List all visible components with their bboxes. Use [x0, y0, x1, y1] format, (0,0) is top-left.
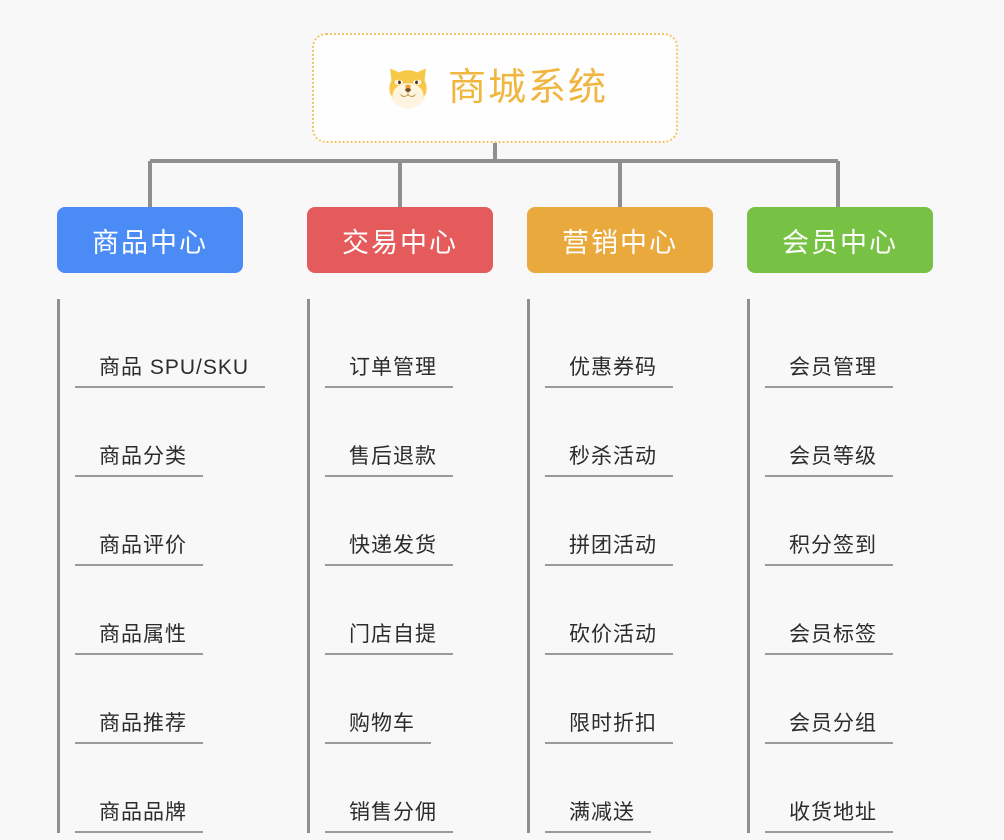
leaf-label: 会员等级: [765, 445, 893, 477]
leaf-item[interactable]: 砍价活动: [545, 566, 713, 655]
category-box-0[interactable]: 商品中心: [57, 207, 243, 273]
leaf-label: 会员标签: [765, 623, 893, 655]
leaf-label: 商品 SPU/SKU: [75, 356, 266, 388]
leaf-item[interactable]: 商品推荐: [75, 655, 243, 744]
branch-column-1: 交易中心 订单管理 售后退款 快递发货 门店自提 购物车 销售分佣: [307, 207, 493, 833]
leaf-item[interactable]: 会员分组: [765, 655, 933, 744]
shiba-dog-icon: [389, 68, 427, 109]
leaf-item[interactable]: 商品分类: [75, 388, 243, 477]
leaf-list-1: 订单管理 售后退款 快递发货 门店自提 购物车 销售分佣: [307, 299, 493, 833]
leaf-label: 快递发货: [325, 534, 453, 566]
leaf-label: 销售分佣: [325, 801, 453, 833]
leaf-label: 积分签到: [765, 534, 893, 566]
leaf-item[interactable]: 积分签到: [765, 477, 933, 566]
root-title: 商城系统: [447, 67, 608, 109]
leaf-item[interactable]: 商品 SPU/SKU: [75, 299, 266, 388]
leaf-label: 限时折扣: [545, 712, 673, 744]
leaf-label: 购物车: [325, 712, 431, 744]
leaf-label: 订单管理: [325, 356, 453, 388]
category-box-2[interactable]: 营销中心: [527, 207, 713, 273]
leaf-item[interactable]: 收货地址: [765, 744, 933, 833]
leaf-label: 商品评价: [75, 534, 203, 566]
leaf-item[interactable]: 秒杀活动: [545, 388, 713, 477]
category-label-3: 会员中心: [782, 227, 898, 258]
leaf-label: 会员分组: [765, 712, 893, 744]
leaf-list-0: 商品 SPU/SKU 商品分类 商品评价 商品属性 商品推荐 商品品牌: [57, 299, 266, 833]
branch-column-3: 会员中心 会员管理 会员等级 积分签到 会员标签 会员分组 收货地址: [747, 207, 933, 833]
leaf-item[interactable]: 销售分佣: [325, 744, 493, 833]
leaf-item[interactable]: 会员等级: [765, 388, 933, 477]
leaf-label: 门店自提: [325, 623, 453, 655]
leaf-label: 会员管理: [765, 356, 893, 388]
category-label-0: 商品中心: [92, 227, 208, 258]
leaf-item[interactable]: 会员标签: [765, 566, 933, 655]
leaf-item[interactable]: 门店自提: [325, 566, 493, 655]
leaf-item[interactable]: 快递发货: [325, 477, 493, 566]
leaf-item[interactable]: 商品评价: [75, 477, 243, 566]
leaf-label: 秒杀活动: [545, 445, 673, 477]
leaf-label: 售后退款: [325, 445, 453, 477]
leaf-label: 商品品牌: [75, 801, 203, 833]
leaf-label: 拼团活动: [545, 534, 673, 566]
root-node[interactable]: 商城系统: [312, 33, 678, 143]
leaf-list-3: 会员管理 会员等级 积分签到 会员标签 会员分组 收货地址: [747, 299, 933, 833]
leaf-label: 砍价活动: [545, 623, 673, 655]
leaf-item[interactable]: 拼团活动: [545, 477, 713, 566]
leaf-label: 满减送: [545, 801, 651, 833]
leaf-label: 优惠券码: [545, 356, 673, 388]
leaf-item[interactable]: 优惠券码: [545, 299, 713, 388]
leaf-item[interactable]: 商品品牌: [75, 744, 243, 833]
leaf-item[interactable]: 购物车: [325, 655, 493, 744]
branch-column-2: 营销中心 优惠券码 秒杀活动 拼团活动 砍价活动 限时折扣 满减送: [527, 207, 713, 833]
leaf-label: 收货地址: [765, 801, 893, 833]
category-label-2: 营销中心: [562, 227, 678, 258]
leaf-label: 商品分类: [75, 445, 203, 477]
leaf-label: 商品属性: [75, 623, 203, 655]
leaf-label: 商品推荐: [75, 712, 203, 744]
category-box-3[interactable]: 会员中心: [747, 207, 933, 273]
leaf-list-2: 优惠券码 秒杀活动 拼团活动 砍价活动 限时折扣 满减送: [527, 299, 713, 833]
category-label-1: 交易中心: [342, 227, 458, 258]
leaf-item[interactable]: 订单管理: [325, 299, 493, 388]
leaf-item[interactable]: 限时折扣: [545, 655, 713, 744]
category-box-1[interactable]: 交易中心: [307, 207, 493, 273]
leaf-item[interactable]: 售后退款: [325, 388, 493, 477]
branch-column-0: 商品中心 商品 SPU/SKU 商品分类 商品评价 商品属性 商品推荐 商品品牌: [57, 207, 266, 833]
leaf-item[interactable]: 会员管理: [765, 299, 933, 388]
leaf-item[interactable]: 商品属性: [75, 566, 243, 655]
leaf-item[interactable]: 满减送: [545, 744, 713, 833]
